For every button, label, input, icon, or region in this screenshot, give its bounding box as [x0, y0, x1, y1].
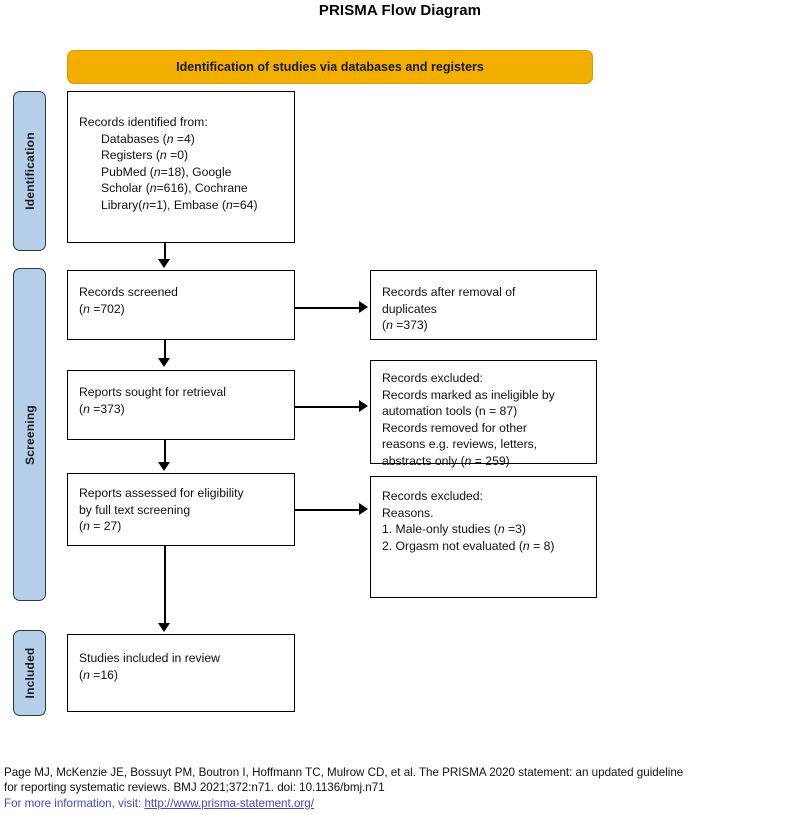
- box-line: Registers (n =0): [101, 148, 189, 163]
- box-line: 1. Male-only studies (n =3): [382, 522, 526, 537]
- stage-label-screening: Screening: [13, 268, 46, 601]
- stage-label-identification: Identification: [13, 91, 46, 251]
- box-line: by full text screening: [79, 502, 191, 517]
- connector-assessed-to-excluded: [295, 509, 359, 511]
- box-line: PubMed (n=18), Google: [101, 164, 232, 179]
- box-line: automation tools (n = 87): [382, 404, 518, 419]
- box-line: Reports sought for retrieval: [79, 385, 226, 399]
- connector-assessed-to-included: [164, 546, 166, 625]
- connector-sought-to-assessed: [164, 440, 166, 464]
- connector-identified-to-screened: [164, 243, 166, 262]
- arrowhead-right-icon: [359, 503, 368, 515]
- box-studies-included: Studies included in review (n =16): [67, 634, 295, 712]
- box-line: Records marked as ineligible by: [382, 387, 555, 402]
- box-line: (n = 27): [79, 519, 122, 534]
- connector-screened-to-duplicates: [295, 307, 359, 309]
- box-reports-sought: Reports sought for retrieval (n =373): [67, 370, 295, 440]
- box-line: abstracts only (n = 259): [382, 453, 510, 468]
- box-line: reasons e.g. reviews, letters,: [382, 437, 538, 452]
- box-line: 2. Orgasm not evaluated (n = 8): [382, 538, 555, 553]
- box-line: Databases (n =4): [101, 131, 195, 146]
- box-line: Scholar (n=616), Cochrane: [101, 181, 248, 196]
- box-line: Records screened: [79, 285, 178, 299]
- prisma-statement-link[interactable]: http://www.prisma-statement.org/: [144, 796, 314, 810]
- page-title: PRISMA Flow Diagram: [318, 2, 482, 19]
- box-line: Records excluded:: [382, 489, 483, 503]
- arrowhead-down-icon: [158, 623, 170, 632]
- stage-label-included-text: Included: [22, 647, 37, 699]
- citation-link-line: For more information, visit: http://www.…: [4, 796, 796, 811]
- connector-sought-to-excluded: [295, 406, 359, 408]
- box-reports-assessed: Reports assessed for eligibility by full…: [67, 473, 295, 546]
- citation-line-1: Page MJ, McKenzie JE, Bossuyt PM, Boutro…: [4, 766, 684, 779]
- box-records-identified: Records identified from: Databases (n =4…: [67, 91, 295, 243]
- box-line: (n =373): [382, 318, 428, 333]
- box-line: Records excluded:: [382, 371, 483, 385]
- arrowhead-right-icon: [359, 400, 368, 412]
- connector-screened-to-sought: [164, 340, 166, 361]
- box-line: Records identified from:: [79, 115, 208, 129]
- box-line: (n =16): [79, 667, 118, 682]
- box-line: (n =702): [79, 301, 125, 316]
- stage-label-included: Included: [13, 630, 46, 716]
- footer-citation: Page MJ, McKenzie JE, Bossuyt PM, Boutro…: [4, 765, 796, 811]
- citation-line-2: for reporting systematic reviews. BMJ 20…: [4, 781, 385, 795]
- box-line: Reasons.: [382, 505, 434, 520]
- box-line: Library(n=1), Embase (n=64): [101, 197, 258, 212]
- box-line: Reports assessed for eligibility: [79, 486, 244, 500]
- box-line: duplicates: [382, 301, 437, 316]
- box-line: Records after removal of: [382, 285, 516, 299]
- box-line: Records removed for other: [382, 420, 527, 435]
- arrowhead-down-icon: [158, 358, 170, 367]
- more-info-label: For more information, visit:: [4, 796, 142, 810]
- section-header-identification: Identification of studies via databases …: [67, 50, 593, 84]
- box-line: (n =373): [79, 401, 125, 416]
- arrowhead-right-icon: [359, 301, 368, 313]
- box-line: Studies included in review: [79, 651, 220, 665]
- box-records-excluded-automation: Records excluded: Records marked as inel…: [370, 360, 597, 468]
- arrowhead-down-icon: [158, 462, 170, 471]
- stage-label-identification-text: Identification: [22, 132, 37, 210]
- box-records-excluded-reasons: Records excluded: Reasons. 1. Male-only …: [370, 476, 597, 598]
- box-records-screened: Records screened (n =702): [67, 270, 295, 340]
- stage-label-screening-text: Screening: [22, 404, 37, 465]
- arrowhead-down-icon: [158, 259, 170, 268]
- box-records-after-duplicates: Records after removal of duplicates (n =…: [370, 270, 597, 340]
